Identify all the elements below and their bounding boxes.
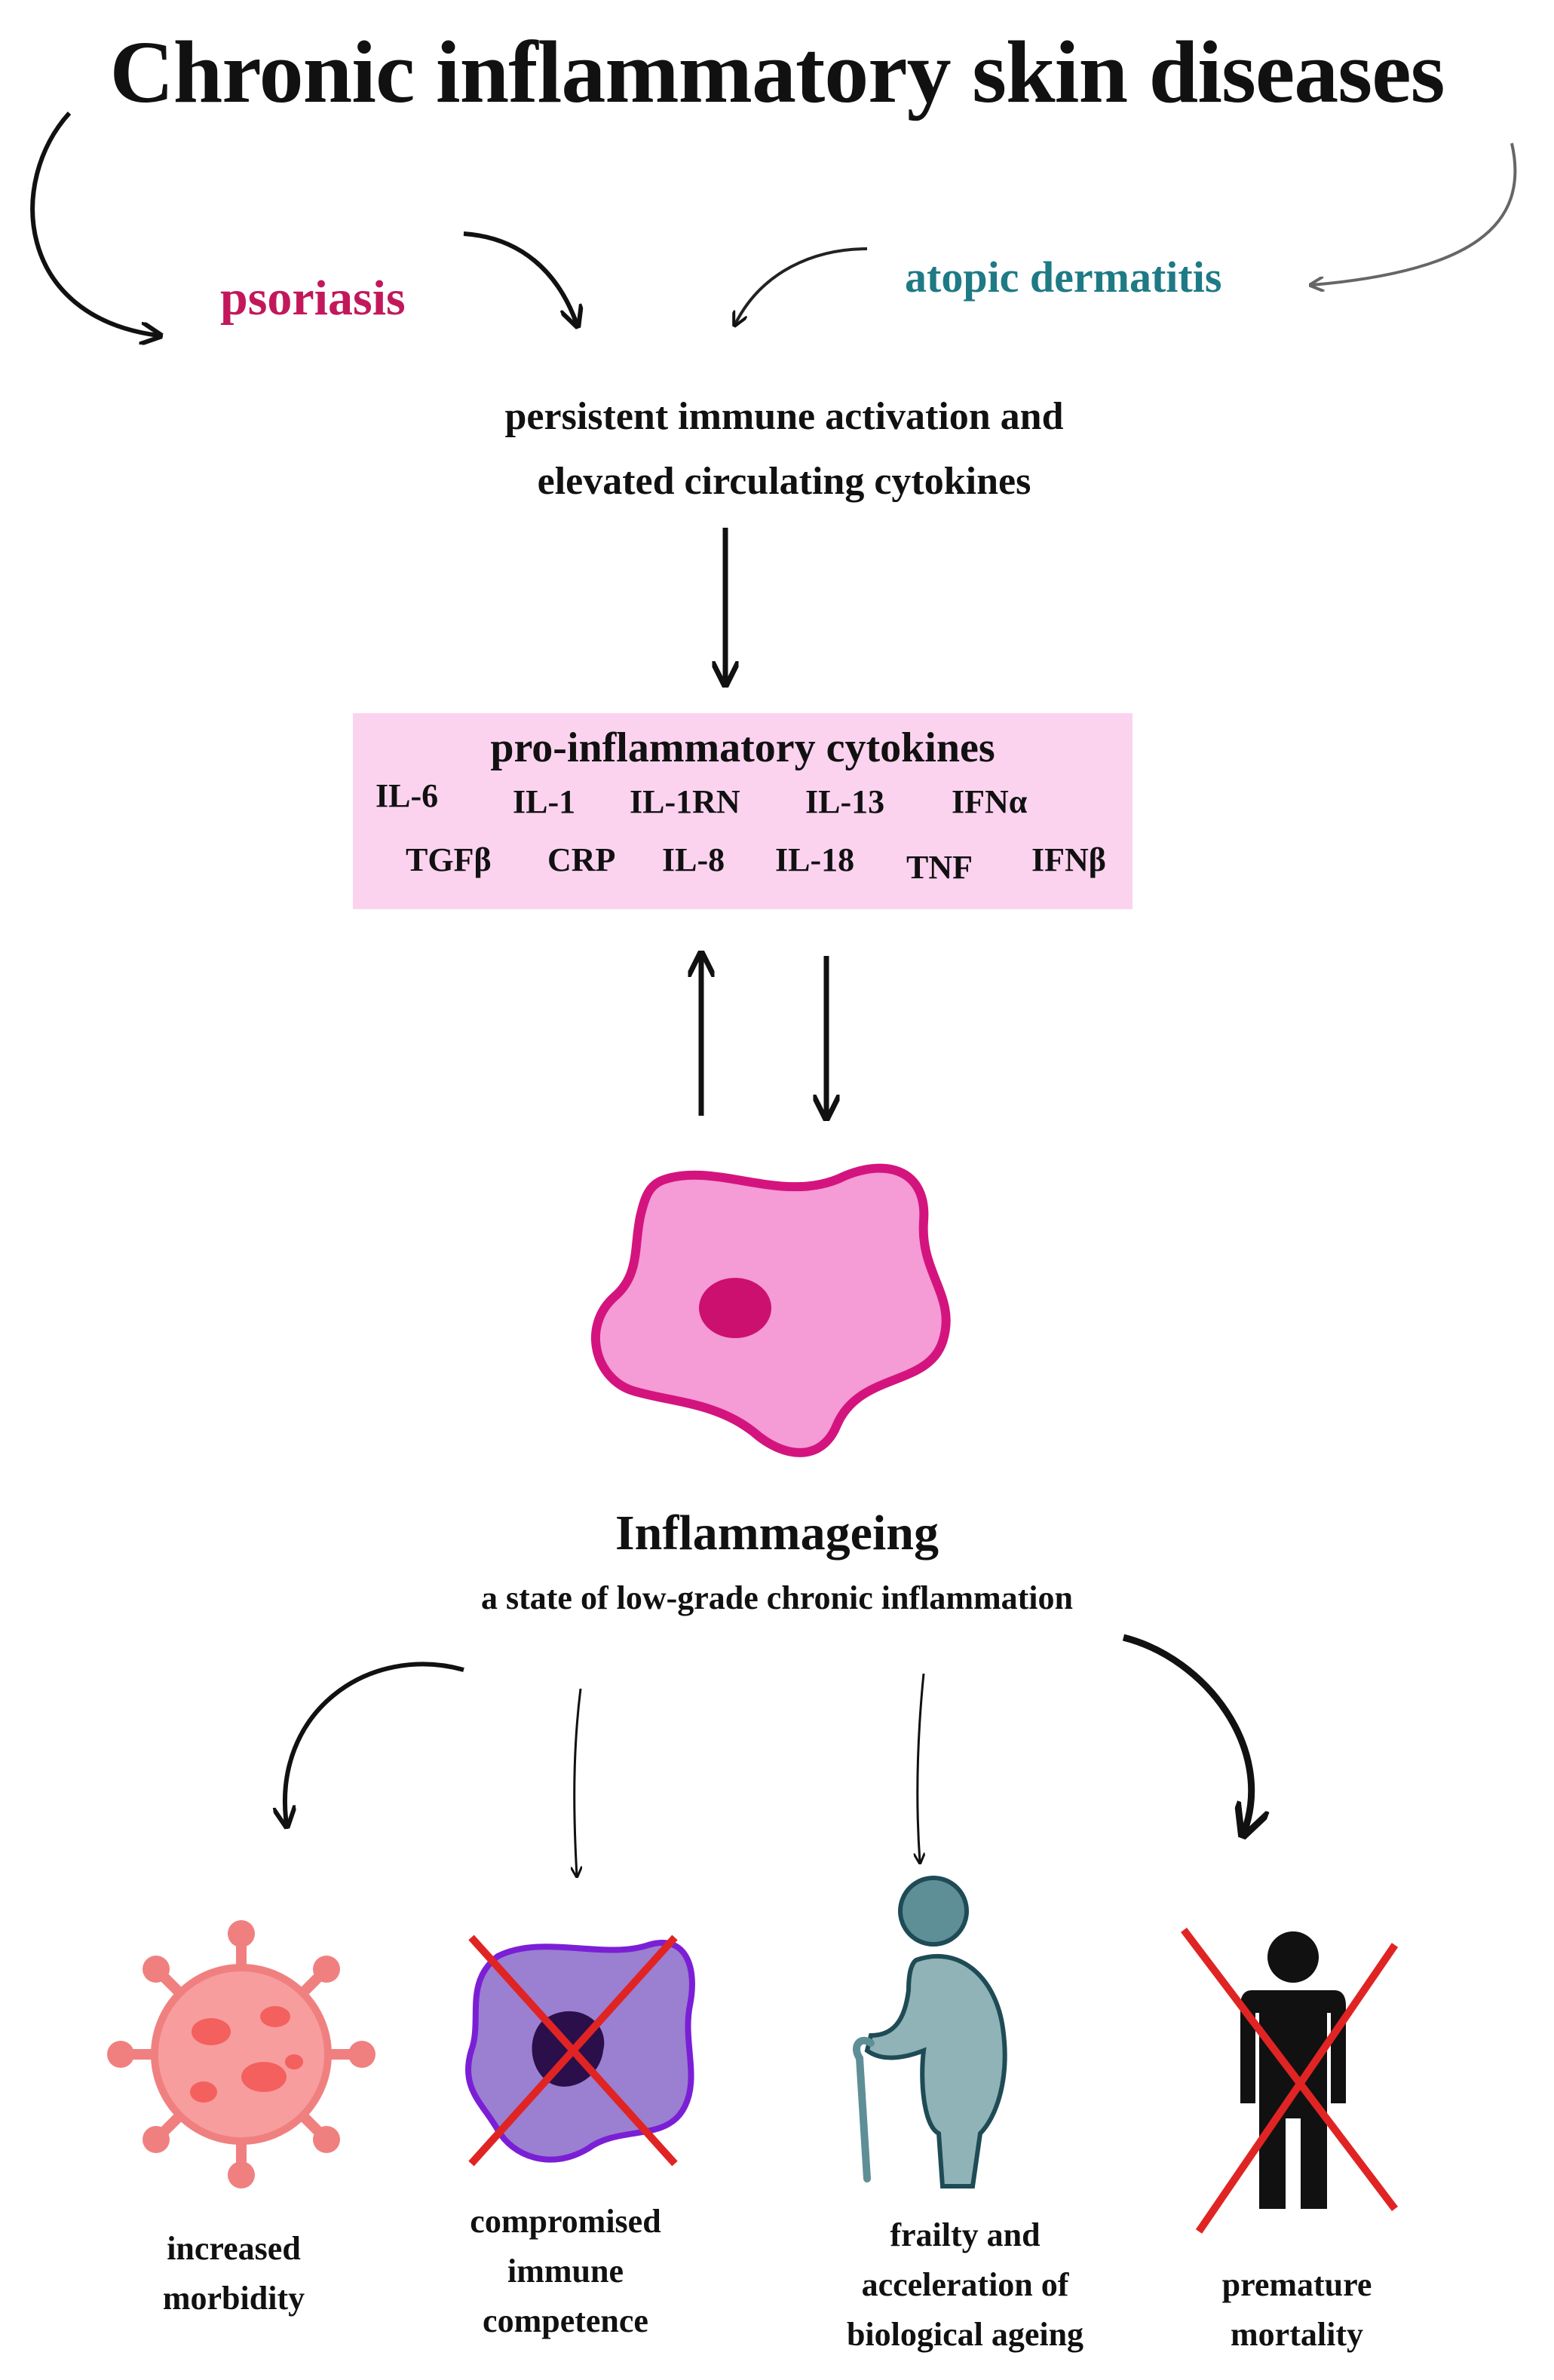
cytokine-label: CRP bbox=[547, 841, 616, 878]
inflammageing-subtitle: a state of low-grade chronic inflammatio… bbox=[481, 1579, 1073, 1616]
cytokine-label: IL-1 bbox=[513, 783, 576, 820]
diagram-title: Chronic inflammatory skin diseases bbox=[109, 23, 1445, 121]
arrow-title-to-psoriasis bbox=[30, 111, 158, 335]
atopic-dermatitis-label: atopic dermatitis bbox=[905, 253, 1222, 302]
outcome-mortality-label: premature mortality bbox=[1221, 2266, 1372, 2353]
cytokine-label: TGFβ bbox=[406, 841, 492, 878]
inflammageing-title: Inflammageing bbox=[615, 1505, 939, 1561]
arrow-atopic-to-activation bbox=[735, 247, 868, 324]
psoriasis-label: psoriasis bbox=[220, 271, 406, 326]
crossed-person-icon bbox=[1181, 1927, 1399, 2234]
arrow-to-morbidity bbox=[285, 1662, 464, 1824]
cytokine-label: IL-18 bbox=[775, 841, 855, 878]
cytokine-label: IL-6 bbox=[375, 777, 439, 814]
arrow-to-mortality bbox=[1122, 1634, 1252, 1832]
cytokine-box-title: pro-inflammatory cytokines bbox=[490, 724, 995, 771]
arrow-to-immune bbox=[575, 1688, 581, 1876]
arrow-title-to-atopic bbox=[1312, 142, 1517, 285]
cytokine-label: IL-13 bbox=[805, 783, 885, 820]
arrow-to-frailty bbox=[918, 1673, 924, 1862]
arrow-psoriasis-to-activation bbox=[463, 231, 577, 324]
cytokine-label: IL-1RN bbox=[630, 783, 740, 820]
cytokine-label: IFNα bbox=[952, 783, 1028, 820]
cytokine-label: TNF bbox=[906, 849, 973, 886]
immune-activation-label: persistent immune activation and elevate… bbox=[504, 395, 1064, 503]
outcome-morbidity-label: increased morbidity bbox=[162, 2230, 305, 2317]
cytokine-label: IFNβ bbox=[1031, 841, 1106, 878]
inflamed-cell-icon bbox=[591, 1163, 951, 1457]
elderly-person-icon bbox=[853, 1876, 1007, 2189]
cytokine-label: IL-8 bbox=[662, 841, 725, 878]
crossed-immune-cell-icon bbox=[464, 1934, 695, 2167]
virus-icon bbox=[107, 1920, 375, 2189]
cytokine-box bbox=[353, 713, 1133, 909]
outcome-immune-label: compromised immune competence bbox=[470, 2203, 661, 2339]
outcome-frailty-label: frailty and acceleration of biological a… bbox=[846, 2216, 1084, 2353]
